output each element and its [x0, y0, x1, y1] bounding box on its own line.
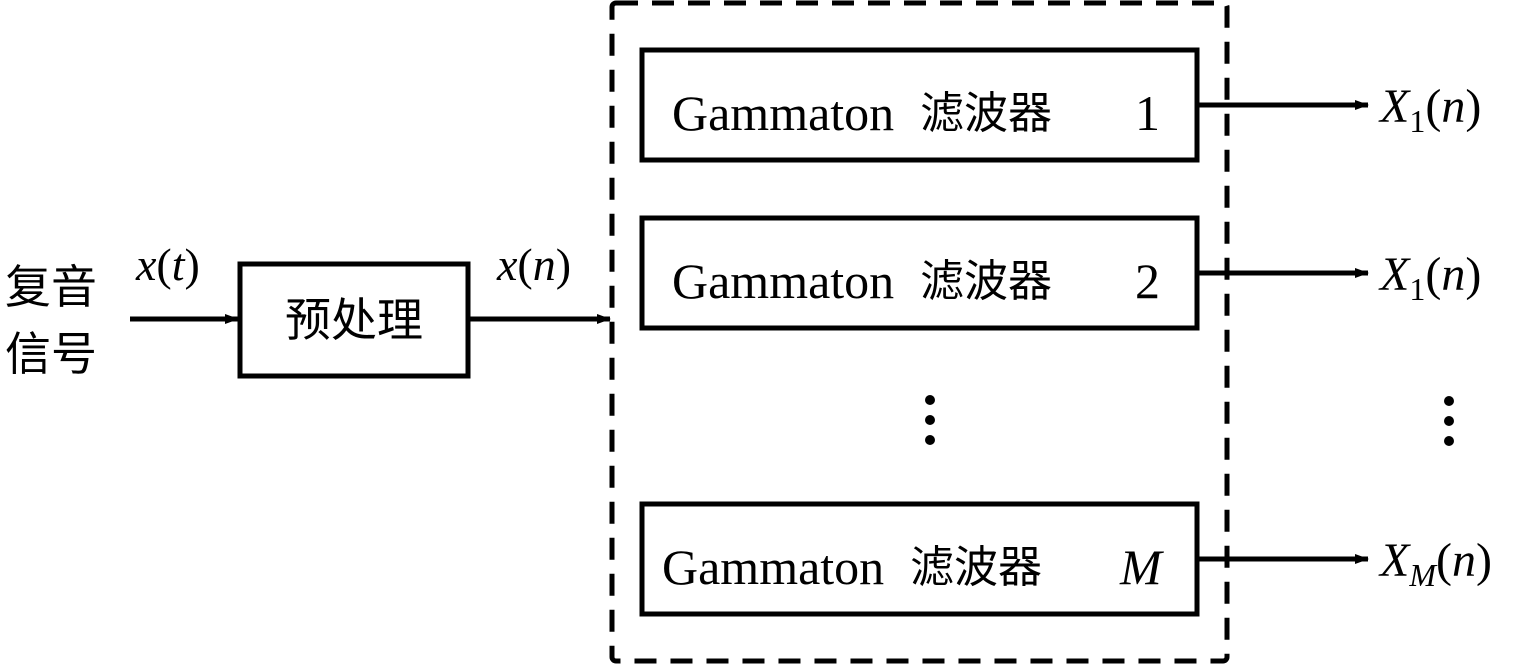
preprocess-label: 预处理: [285, 293, 423, 347]
signal-arg: t: [172, 239, 186, 290]
filterbank-container: [609, 0, 1230, 664]
svg-text:x(n): x(n): [496, 239, 571, 290]
output-subscript: 1: [1409, 103, 1425, 139]
filter-block-1: Gammaton 滤波器 1: [639, 47, 1200, 163]
filter-name: Gammaton: [672, 85, 894, 141]
output-var: X: [1378, 248, 1411, 301]
output-arg: n: [1452, 534, 1476, 587]
signal-label-xn: x(n): [496, 239, 571, 290]
svg-text:X1(n): X1(n): [1378, 80, 1481, 139]
filter-ellipsis: [925, 395, 935, 445]
filter-block-2: Gammaton 滤波器 2: [639, 215, 1200, 331]
filter-index: 1: [1135, 85, 1160, 141]
output-arg: n: [1441, 248, 1465, 301]
output-var: X: [1378, 80, 1411, 133]
filter-index: M: [1119, 539, 1164, 595]
svg-text:X1(n): X1(n): [1378, 248, 1481, 307]
input-label-line1: 复音: [5, 260, 97, 314]
input-label-line2: 信号: [5, 327, 97, 381]
signal-label-xt: x(t): [135, 239, 200, 290]
signal-var: x: [135, 239, 157, 290]
filter-block-m: Gammaton 滤波器 M: [639, 501, 1200, 617]
output-subscript: M: [1408, 557, 1438, 593]
filter-name: Gammaton: [672, 253, 894, 309]
preprocess-block: 预处理: [237, 261, 471, 379]
filter-index: 2: [1135, 253, 1160, 309]
svg-text:Gammaton: Gammaton: [672, 85, 894, 141]
output-label-1: X1(n): [1378, 80, 1481, 139]
svg-text:Gammaton: Gammaton: [662, 539, 884, 595]
output-var: X: [1378, 534, 1411, 587]
output-label-m: XM(n): [1378, 534, 1492, 593]
filter-suffix: 滤波器: [920, 256, 1052, 307]
svg-text:x(t): x(t): [135, 239, 200, 290]
preprocess-output-var: x: [496, 239, 518, 290]
svg-text:XM(n): XM(n): [1378, 534, 1492, 593]
preprocess-output-arg: n: [533, 239, 556, 290]
svg-text:Gammaton: Gammaton: [672, 253, 894, 309]
output-subscript: 1: [1409, 271, 1425, 307]
filter-suffix: 滤波器: [920, 88, 1052, 139]
filter-name: Gammaton: [662, 539, 884, 595]
output-arg: n: [1441, 80, 1465, 133]
output-label-2: X1(n): [1378, 248, 1481, 307]
output-ellipsis: [1444, 396, 1454, 446]
filter-suffix: 滤波器: [910, 542, 1042, 593]
